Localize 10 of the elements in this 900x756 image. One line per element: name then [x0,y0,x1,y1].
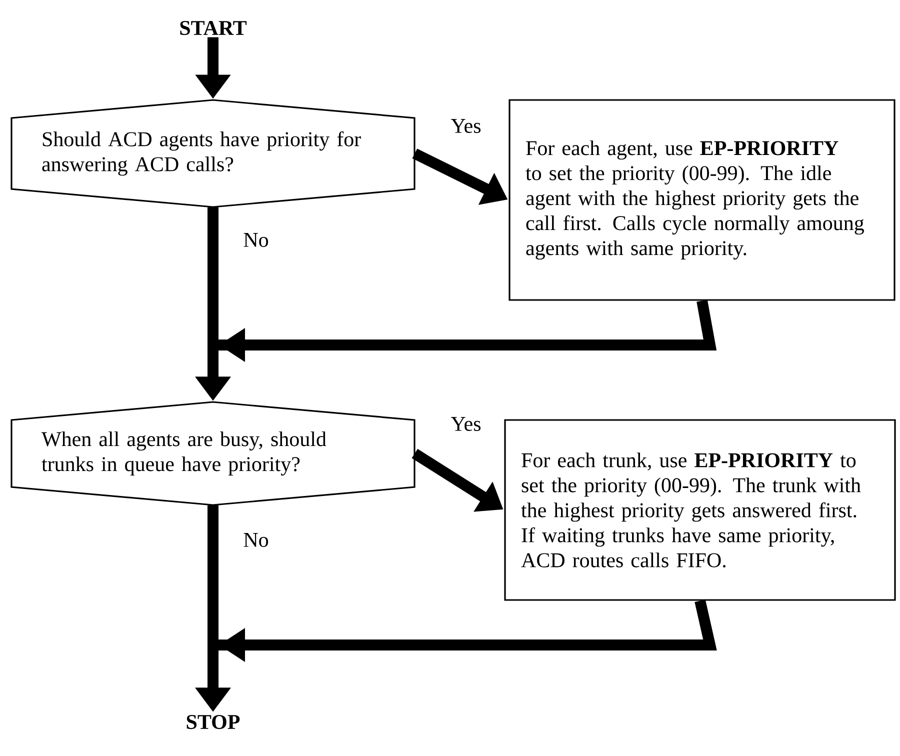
process-box: For each trunk, use EP-PRIORITY to set the priority (00-99). The trunk with the highest priority gets answered first. If waiting trunks have same priority, ACD routes calls FIFO. [504,419,896,601]
edge-label: No [242,232,270,248]
terminal-label: START [180,20,247,36]
edge-label: Yes [450,118,482,134]
edge-label: Yes [450,416,482,432]
edge-label: No [242,532,270,548]
terminal-label: STOP [186,714,240,730]
process-box: For each agent, use EP-PRIORITY to set the priority (00-99). The idle agent with the highest priority gets the call first. Calls cycle normally amoung agents with same priority. [508,99,896,301]
decision-box: When all agents are busy, should trunks in queue have priority? [10,401,416,506]
decision-box: Should ACD agents have priority for answering ACD calls? [10,99,416,208]
